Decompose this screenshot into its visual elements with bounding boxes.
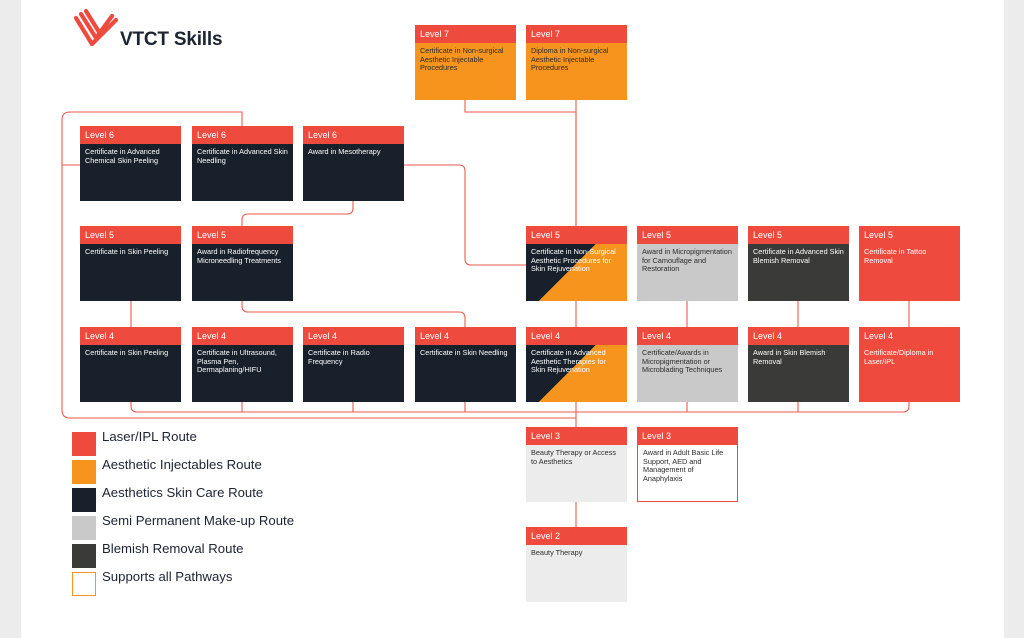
qual-title: Certificate/Diploma in Laser/IPL xyxy=(864,348,934,366)
qual-title: Certificate in Radio Frequency xyxy=(308,348,370,366)
legend-swatch xyxy=(72,460,96,484)
brand-name: VTCT Skills xyxy=(120,29,223,50)
legend-item-injectables: Aesthetic Injectables Route xyxy=(72,458,312,486)
level-label: Level 7 xyxy=(526,25,627,43)
qual-l5-skin-peel[interactable]: Level 5 Certificate in Skin Peeling xyxy=(80,226,181,301)
connector-l6c-l5rejuv xyxy=(404,164,527,266)
level-label: Level 5 xyxy=(192,226,293,244)
qual-l5-rf-microneedling[interactable]: Level 5 Award in Radiofrequency Micronee… xyxy=(192,226,293,301)
qual-title: Diploma in Non-surgical Aesthetic Inject… xyxy=(531,46,609,73)
level-label: Level 5 xyxy=(859,226,960,244)
qual-l6-mesotherapy[interactable]: Level 6 Award in Mesotherapy xyxy=(303,126,404,201)
level-label: Level 5 xyxy=(748,226,849,244)
legend-label: Blemish Removal Route xyxy=(102,541,244,556)
level-label: Level 6 xyxy=(80,126,181,144)
qual-title: Award in Micropigmentation for Camouflag… xyxy=(642,247,732,274)
qual-l4-ultrasound-plasma[interactable]: Level 4 Certificate in Ultrasound, Plasm… xyxy=(192,327,293,402)
legend-item-skin-care: Aesthetics Skin Care Route xyxy=(72,486,312,514)
level-label: Level 4 xyxy=(859,327,960,345)
level-label: Level 5 xyxy=(526,226,627,244)
level-label: Level 5 xyxy=(637,226,738,244)
legend-swatch xyxy=(72,544,96,568)
qual-title: Certificate in Ultrasound, Plasma Pen, D… xyxy=(197,348,277,375)
qual-l4-skin-needling[interactable]: Level 4 Certificate in Skin Needling xyxy=(415,327,516,402)
qual-title: Certificate/Awards in Micropigmentation … xyxy=(642,348,723,375)
legend-label: Supports all Pathways xyxy=(102,569,233,584)
level-label: Level 4 xyxy=(637,327,738,345)
qual-l4-skin-peel[interactable]: Level 4 Certificate in Skin Peeling xyxy=(80,327,181,402)
qual-l4-blemish-removal[interactable]: Level 4 Award in Skin Blemish Removal xyxy=(748,327,849,402)
level-label: Level 4 xyxy=(303,327,404,345)
qual-title: Certificate in Advanced Aesthetic Therap… xyxy=(531,348,606,375)
level-label: Level 6 xyxy=(192,126,293,144)
qual-l5-blemish-removal[interactable]: Level 5 Certificate in Advanced Skin Ble… xyxy=(748,226,849,301)
qual-title: Certificate in Non-Surgical Aesthetic Pr… xyxy=(531,247,616,274)
qual-l4-laser-ipl[interactable]: Level 4 Certificate/Diploma in Laser/IPL xyxy=(859,327,960,402)
vtct-logo-mark xyxy=(73,8,119,47)
qual-title: Certificate in Skin Peeling xyxy=(85,247,169,256)
level-label: Level 6 xyxy=(303,126,404,144)
qual-title: Beauty Therapy xyxy=(531,548,583,557)
legend-item-blemish: Blemish Removal Route xyxy=(72,542,312,570)
level-label: Level 4 xyxy=(192,327,293,345)
connector-l4-bus xyxy=(130,401,910,413)
legend-item-laser: Laser/IPL Route xyxy=(72,430,312,458)
connector-l7a-l5 xyxy=(464,100,577,226)
qual-title: Award in Mesotherapy xyxy=(308,147,381,156)
qual-title: Certificate in Non-surgical Aesthetic In… xyxy=(420,46,504,73)
qual-l3-beauty-therapy[interactable]: Level 3 Beauty Therapy or Access to Aest… xyxy=(526,427,627,502)
qual-l7-cert-injectable[interactable]: Level 7 Certificate in Non-surgical Aest… xyxy=(415,25,516,100)
qual-l3-basic-life-support[interactable]: Level 3 Award in Adult Basic Life Suppor… xyxy=(637,427,738,502)
level-label: Level 5 xyxy=(80,226,181,244)
level-label: Level 4 xyxy=(80,327,181,345)
connector-l6c-l5rf xyxy=(241,200,354,226)
level-label: Level 3 xyxy=(526,427,627,445)
legend-swatch xyxy=(72,516,96,540)
level-label: Level 4 xyxy=(415,327,516,345)
qual-title: Certificate in Skin Needling xyxy=(420,348,508,357)
level-label: Level 4 xyxy=(748,327,849,345)
legend-label: Laser/IPL Route xyxy=(102,429,197,444)
qual-title: Certificate in Advanced Chemical Skin Pe… xyxy=(85,147,160,165)
level-label: Level 3 xyxy=(637,427,738,445)
qual-title: Certificate in Skin Peeling xyxy=(85,348,169,357)
level-label: Level 4 xyxy=(526,327,627,345)
qual-l4-radio-frequency[interactable]: Level 4 Certificate in Radio Frequency xyxy=(303,327,404,402)
legend-swatch xyxy=(72,488,96,512)
qual-l4-advanced-therapies[interactable]: Level 4 Certificate in Advanced Aestheti… xyxy=(526,327,627,402)
qual-l4-micropigmentation[interactable]: Level 4 Certificate/Awards in Micropigme… xyxy=(637,327,738,402)
qual-title: Certificate in Tattoo Removal xyxy=(864,247,927,265)
qual-title: Beauty Therapy or Access to Aesthetics xyxy=(531,448,617,466)
legend-item-semi-permanent: Semi Permanent Make-up Route xyxy=(72,514,312,542)
qual-title: Award in Adult Basic Life Support, AED a… xyxy=(643,448,724,483)
qual-l6-skin-needling[interactable]: Level 6 Certificate in Advanced Skin Nee… xyxy=(192,126,293,201)
legend-label: Aesthetics Skin Care Route xyxy=(102,485,264,500)
vtct-logo: VTCT Skills xyxy=(72,8,232,52)
qual-title: Award in Skin Blemish Removal xyxy=(753,348,826,366)
level-label: Level 2 xyxy=(526,527,627,545)
legend-swatch xyxy=(72,432,96,456)
qual-l5-micropigmentation[interactable]: Level 5 Award in Micropigmentation for C… xyxy=(637,226,738,301)
connector-l5rf-l4needling xyxy=(241,301,466,327)
qual-title: Certificate in Advanced Skin Blemish Rem… xyxy=(753,247,844,265)
qual-l7-dip-injectable[interactable]: Level 7 Diploma in Non-surgical Aestheti… xyxy=(526,25,627,100)
level-label: Level 7 xyxy=(415,25,516,43)
legend-swatch xyxy=(72,572,96,596)
legend-label: Aesthetic Injectables Route xyxy=(102,457,262,472)
qual-title: Award in Radiofrequency Microneedling Tr… xyxy=(197,247,281,265)
qual-title: Certificate in Advanced Skin Needling xyxy=(197,147,288,165)
qual-l6-chem-peel[interactable]: Level 6 Certificate in Advanced Chemical… xyxy=(80,126,181,201)
qual-l2-beauty-therapy[interactable]: Level 2 Beauty Therapy xyxy=(526,527,627,602)
legend-label: Semi Permanent Make-up Route xyxy=(102,513,295,528)
legend-item-supports: Supports all Pathways xyxy=(72,570,312,598)
connector-l6b-loop xyxy=(61,111,576,419)
qual-l5-tattoo-removal[interactable]: Level 5 Certificate in Tattoo Removal xyxy=(859,226,960,301)
qual-l5-skin-rejuvenation[interactable]: Level 5 Certificate in Non-Surgical Aest… xyxy=(526,226,627,301)
diagram-page xyxy=(21,0,1004,638)
